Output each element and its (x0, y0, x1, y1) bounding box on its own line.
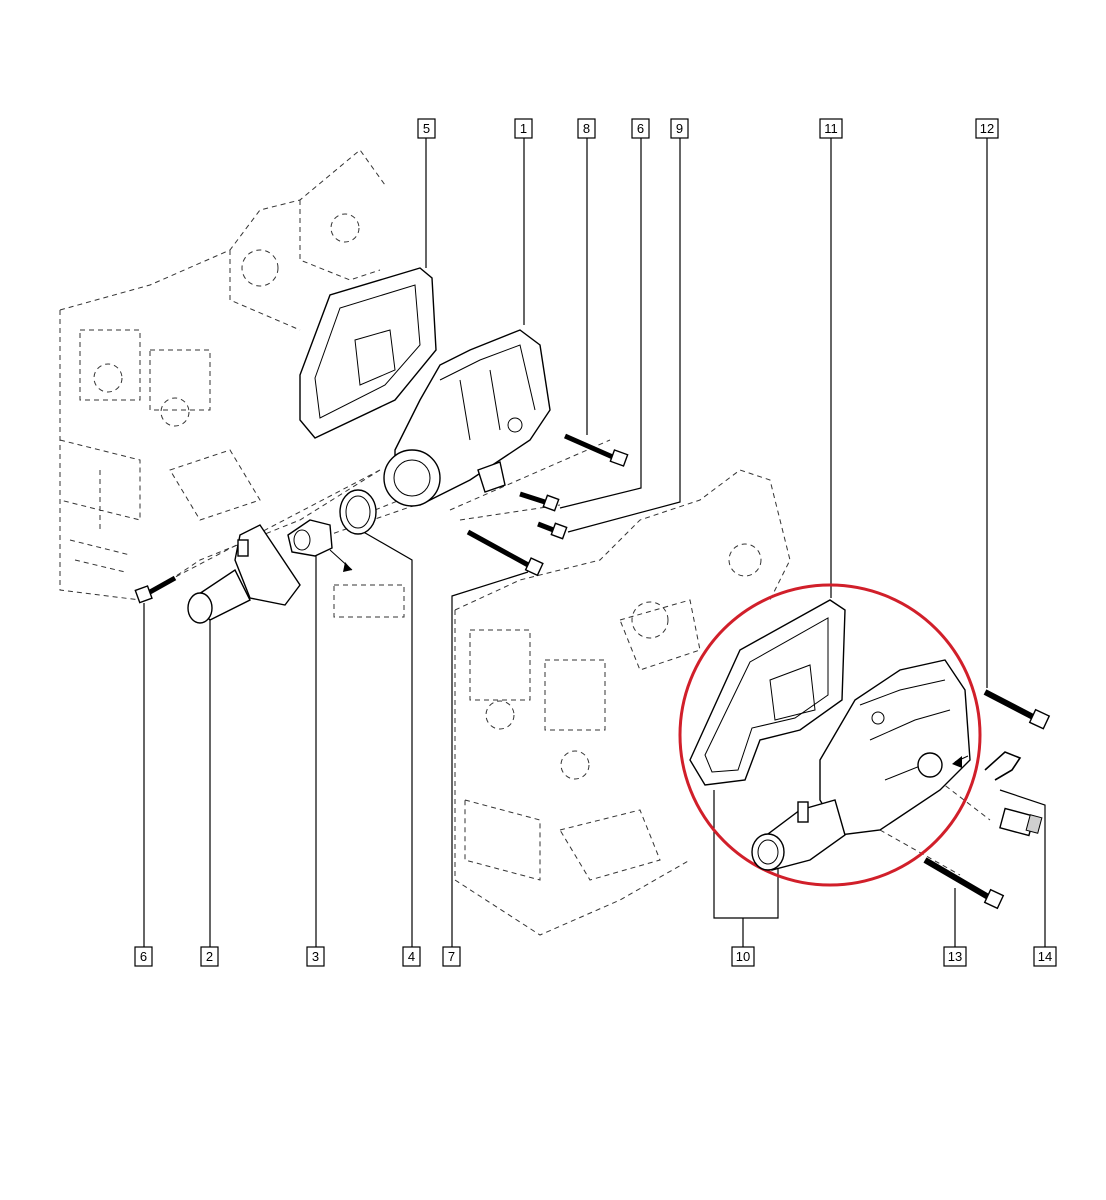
bolt-part-9 (537, 521, 568, 540)
housing-part-1 (383, 329, 551, 507)
callout-2: 2 (200, 618, 219, 967)
callout-12: 12 (975, 118, 999, 688)
svg-text:10: 10 (736, 949, 750, 964)
callout-5: 5 (417, 118, 436, 268)
callout-10: 10 (713, 790, 779, 967)
svg-text:13: 13 (948, 949, 962, 964)
callout-11: 11 (819, 118, 843, 598)
svg-text:7: 7 (448, 949, 455, 964)
bolt-part-7 (466, 529, 544, 577)
callout-8: 8 (577, 118, 596, 435)
svg-text:4: 4 (408, 949, 415, 964)
callout-14: 14 (999, 789, 1057, 967)
callout-6-top: 6 (559, 118, 650, 509)
svg-text:11: 11 (824, 121, 838, 136)
svg-text:2: 2 (206, 949, 213, 964)
gasket-part-10 (689, 599, 846, 786)
callout-4: 4 (359, 529, 421, 967)
callout-1: 1 (514, 118, 533, 325)
gasket-part-5 (299, 267, 437, 439)
svg-text:12: 12 (980, 121, 994, 136)
bolt-part-13 (923, 857, 1005, 910)
svg-text:6: 6 (637, 121, 644, 136)
svg-text:6: 6 (140, 949, 147, 964)
svg-text:3: 3 (312, 949, 319, 964)
bolt-part-12 (983, 689, 1051, 730)
housing-assembly-part-11 (751, 659, 971, 871)
svg-text:5: 5 (423, 121, 430, 136)
thermostat-part-3 (287, 519, 405, 618)
callout-6-bottom: 6 (134, 603, 153, 967)
outlet-elbow-part-2 (187, 524, 301, 624)
clip-part-14 (952, 751, 1022, 781)
sensor-part (999, 807, 1043, 837)
callout-3: 3 (306, 552, 325, 967)
bolt-part-8 (563, 433, 629, 467)
svg-text:14: 14 (1038, 949, 1052, 964)
engine-block-front (454, 469, 791, 936)
bolt-part-6-upper (519, 491, 560, 512)
svg-text:8: 8 (583, 121, 590, 136)
o-ring-part-4 (339, 489, 377, 535)
svg-text:1: 1 (520, 121, 527, 136)
callout-9: 9 (567, 118, 689, 533)
callout-13: 13 (943, 888, 967, 967)
svg-text:9: 9 (676, 121, 683, 136)
bolt-part-6-lower (134, 575, 177, 604)
callout-7: 7 (442, 571, 529, 967)
highlight-circle (678, 583, 982, 887)
